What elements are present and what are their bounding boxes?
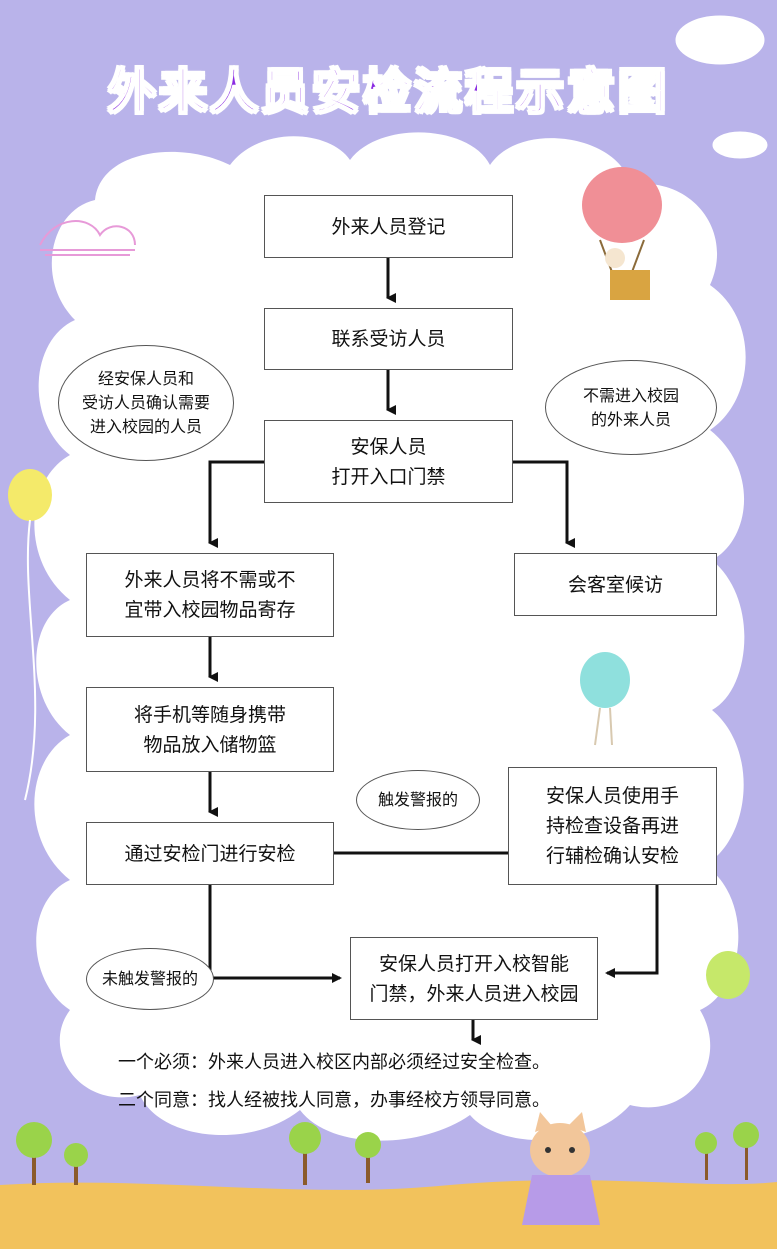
label-need-enter: 经安保人员和 受访人员确认需要 进入校园的人员 xyxy=(58,345,234,461)
step-contact: 联系受访人员 xyxy=(264,308,513,370)
page-title: 外来人员安检流程示意图 xyxy=(107,63,669,121)
yellow-balloon-decoration xyxy=(8,469,52,521)
label-alarm-not-triggered: 未触发警报的 xyxy=(86,948,214,1010)
ground xyxy=(0,1180,777,1249)
step-smart-gate: 安保人员打开入校智能 门禁，外来人员进入校园 xyxy=(350,937,598,1020)
label-no-need-enter: 不需进入校园 的外来人员 xyxy=(545,360,717,455)
label-alarm-triggered: 触发警报的 xyxy=(356,770,480,830)
cloud-decoration xyxy=(674,14,769,160)
hot-air-balloon-decoration xyxy=(582,167,662,300)
cat-character-decoration xyxy=(522,1112,600,1225)
step-register: 外来人员登记 xyxy=(264,195,513,258)
step-phone-basket: 将手机等随身携带 物品放入储物篮 xyxy=(86,687,334,772)
step-deposit-items: 外来人员将不需或不 宜带入校园物品寄存 xyxy=(86,553,334,637)
step-waiting-room: 会客室候访 xyxy=(514,553,717,616)
pink-cloud-decoration xyxy=(39,220,136,256)
note-line-2: 二个同意：找人经被找人同意，办事经校方领导同意。 xyxy=(118,1090,550,1111)
step-security-open: 安保人员 打开入口门禁 xyxy=(264,420,513,503)
step-handheld-check: 安保人员使用手 持检查设备再进 行辅检确认安检 xyxy=(508,767,717,885)
trees-decoration xyxy=(16,1122,759,1185)
cyan-balloon-decoration xyxy=(580,652,630,708)
note-line-1: 一个必须：外来人员进入校区内部必须经过安全检查。 xyxy=(118,1052,550,1073)
step-security-gate: 通过安检门进行安检 xyxy=(86,822,334,885)
green-balloon-decoration xyxy=(706,951,750,999)
